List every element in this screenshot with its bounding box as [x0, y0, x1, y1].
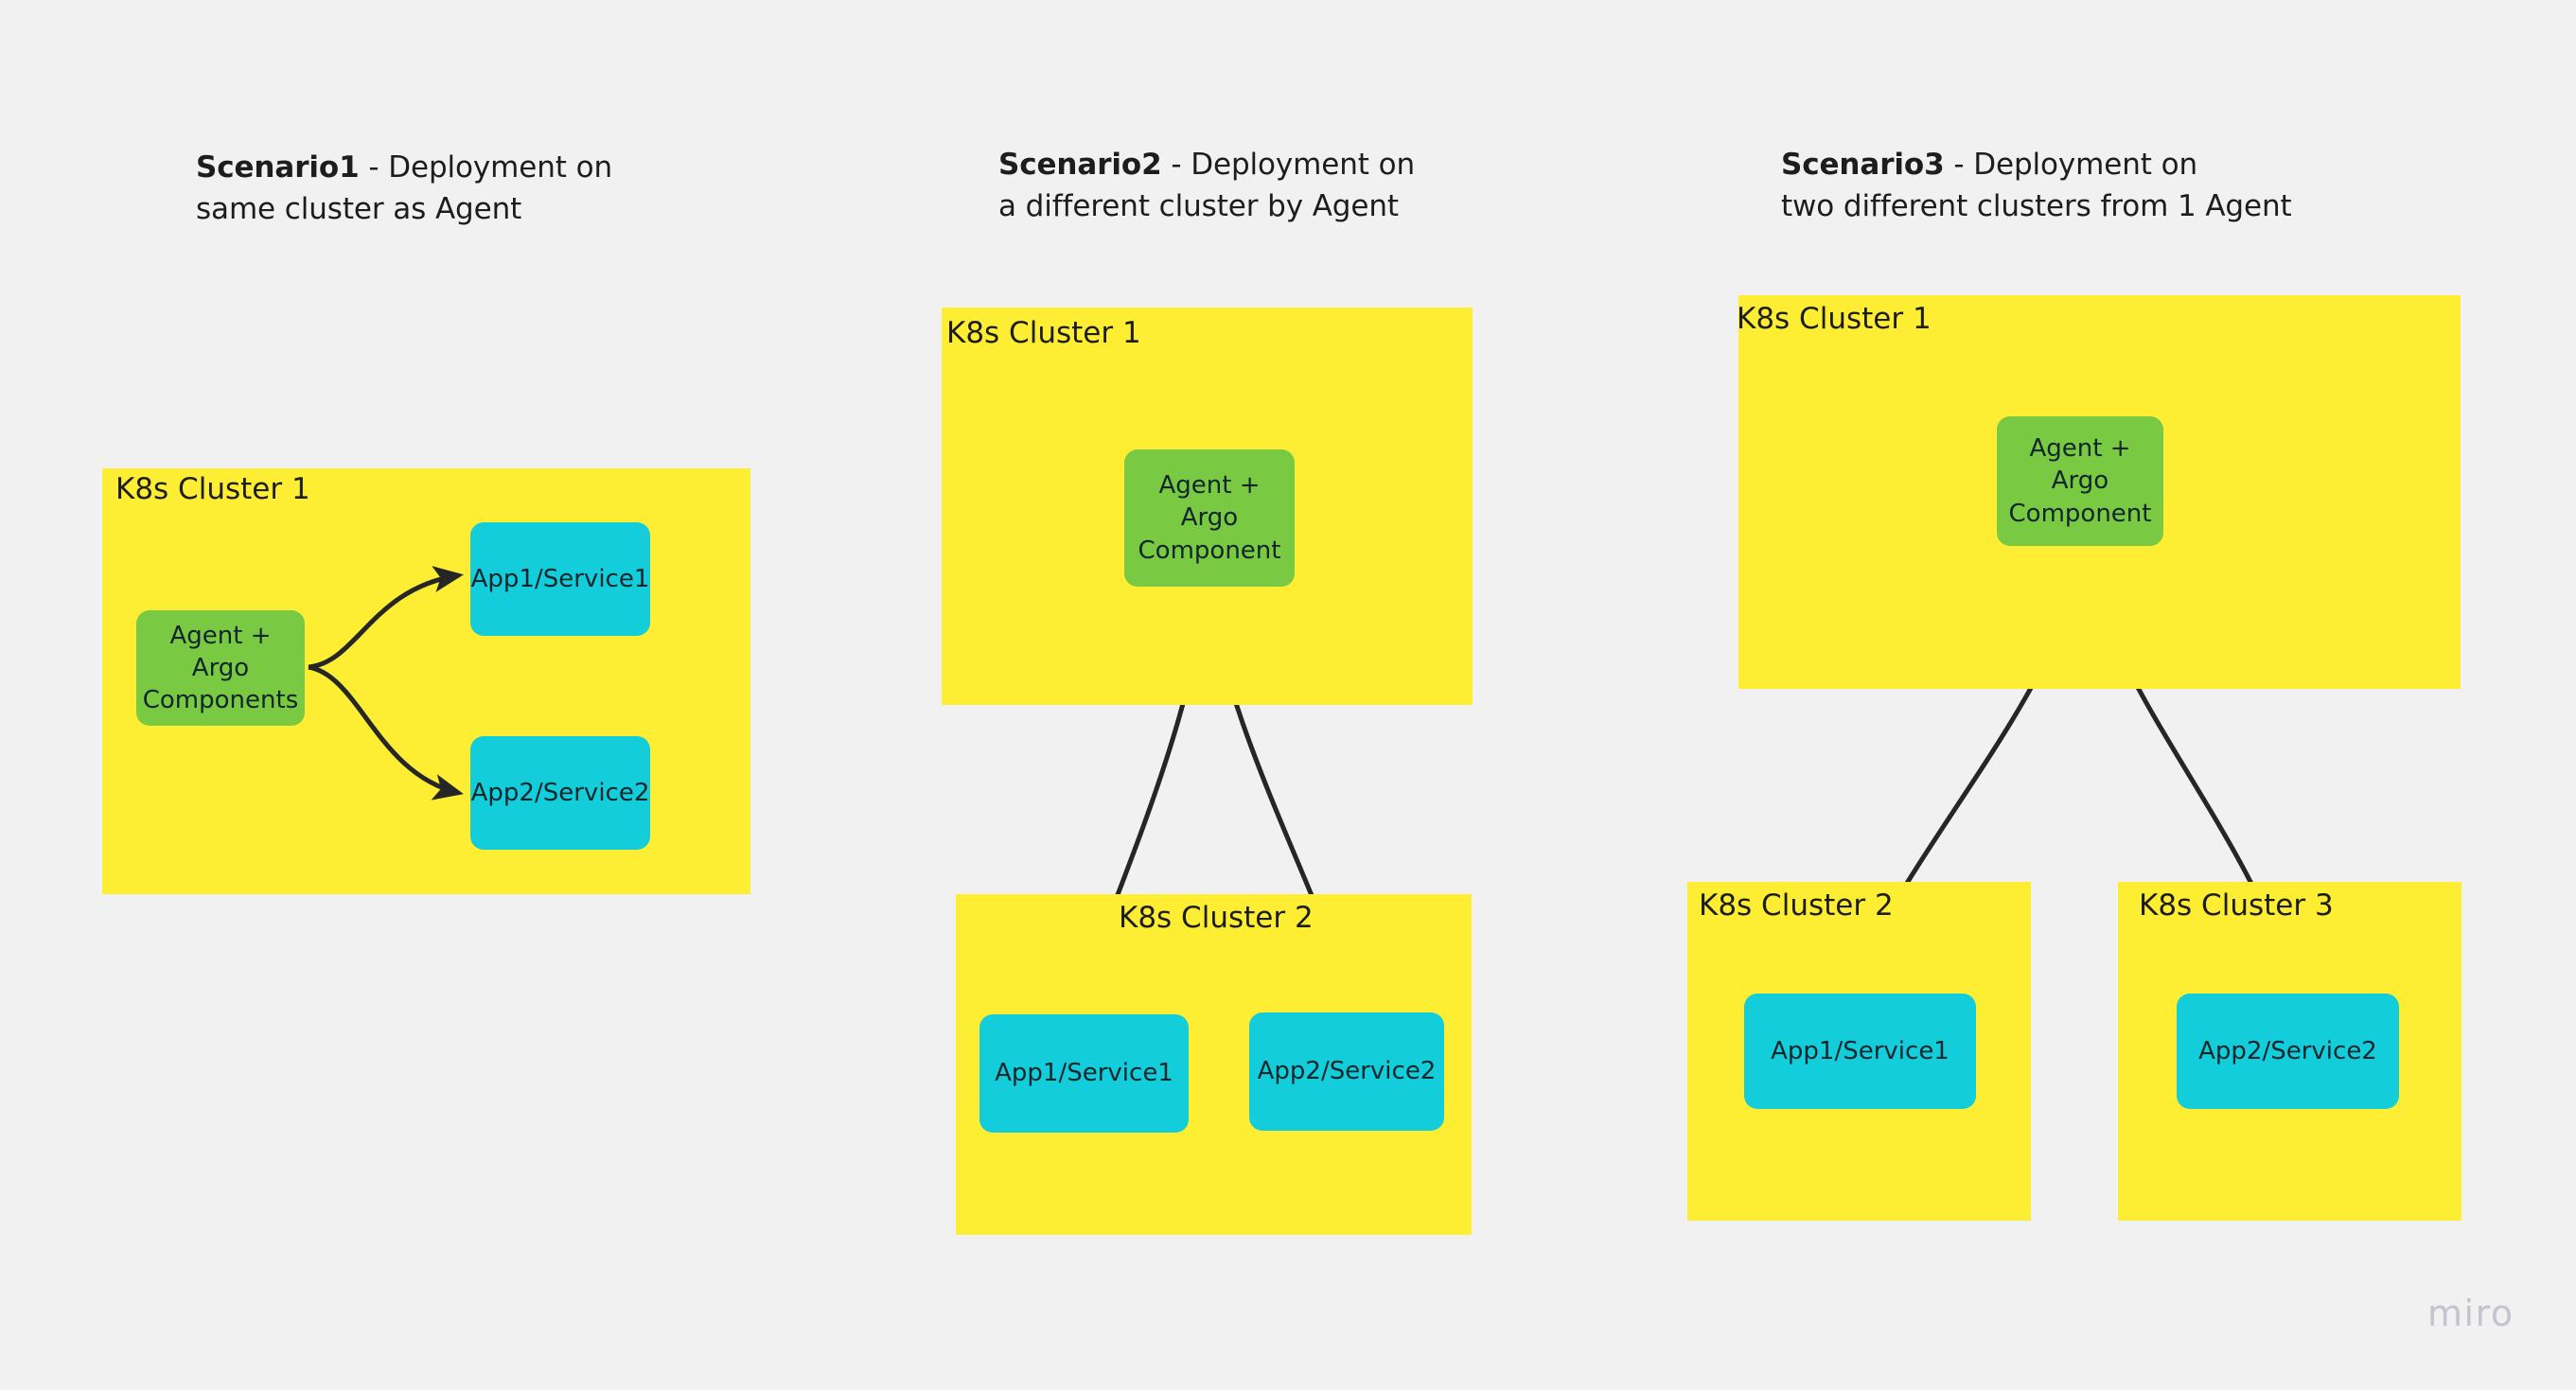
scenario-2-title-strong: Scenario2: [998, 148, 1162, 182]
scenario-1-cluster-1-label: K8s Cluster 1: [115, 472, 310, 506]
scenario-3-cluster-1-label: K8s Cluster 1: [1737, 302, 1932, 336]
scenario-3-cluster-3-label: K8s Cluster 3: [2139, 889, 2334, 923]
scenario-3-app1-node[interactable]: App1/Service1: [1744, 994, 1976, 1109]
scenario-2-cluster-2-label: K8s Cluster 2: [1119, 901, 1314, 935]
scenario-1-agent-node[interactable]: Agent + Argo Components: [136, 610, 305, 726]
scenario-3-cluster-2-label: K8s Cluster 2: [1699, 889, 1894, 923]
scenario-1-app2-node[interactable]: App2/Service2: [470, 736, 650, 850]
scenario-2-agent-node[interactable]: Agent + Argo Component: [1124, 449, 1295, 587]
scenario-1-app1-node[interactable]: App1/Service1: [470, 522, 650, 636]
scenario-3-title: Scenario3 - Deployment on two different …: [1781, 144, 2425, 227]
scenario-2-app2-node[interactable]: App2/Service2: [1249, 1012, 1444, 1131]
scenario-1-title-strong: Scenario1: [196, 150, 360, 185]
miro-watermark: miro: [2427, 1293, 2514, 1334]
scenario-1-title: Scenario1 - Deployment on same cluster a…: [196, 147, 726, 230]
scenario-3-agent-node[interactable]: Agent + Argo Component: [1997, 416, 2163, 546]
scenario-3-title-strong: Scenario3: [1781, 148, 1945, 182]
scenario-2-cluster-1-label: K8s Cluster 1: [946, 316, 1141, 350]
scenario-2-title: Scenario2 - Deployment on a different cl…: [998, 144, 1528, 227]
scenario-3-app2-node[interactable]: App2/Service2: [2177, 994, 2399, 1109]
scenario-3-title-rest: - Deployment on two different clusters f…: [1781, 148, 2292, 224]
scenario-2-app1-node[interactable]: App1/Service1: [979, 1014, 1189, 1133]
scenario-1-title-rest: - Deployment on same cluster as Agent: [196, 150, 612, 227]
scenario-2-title-rest: - Deployment on a different cluster by A…: [998, 148, 1415, 224]
